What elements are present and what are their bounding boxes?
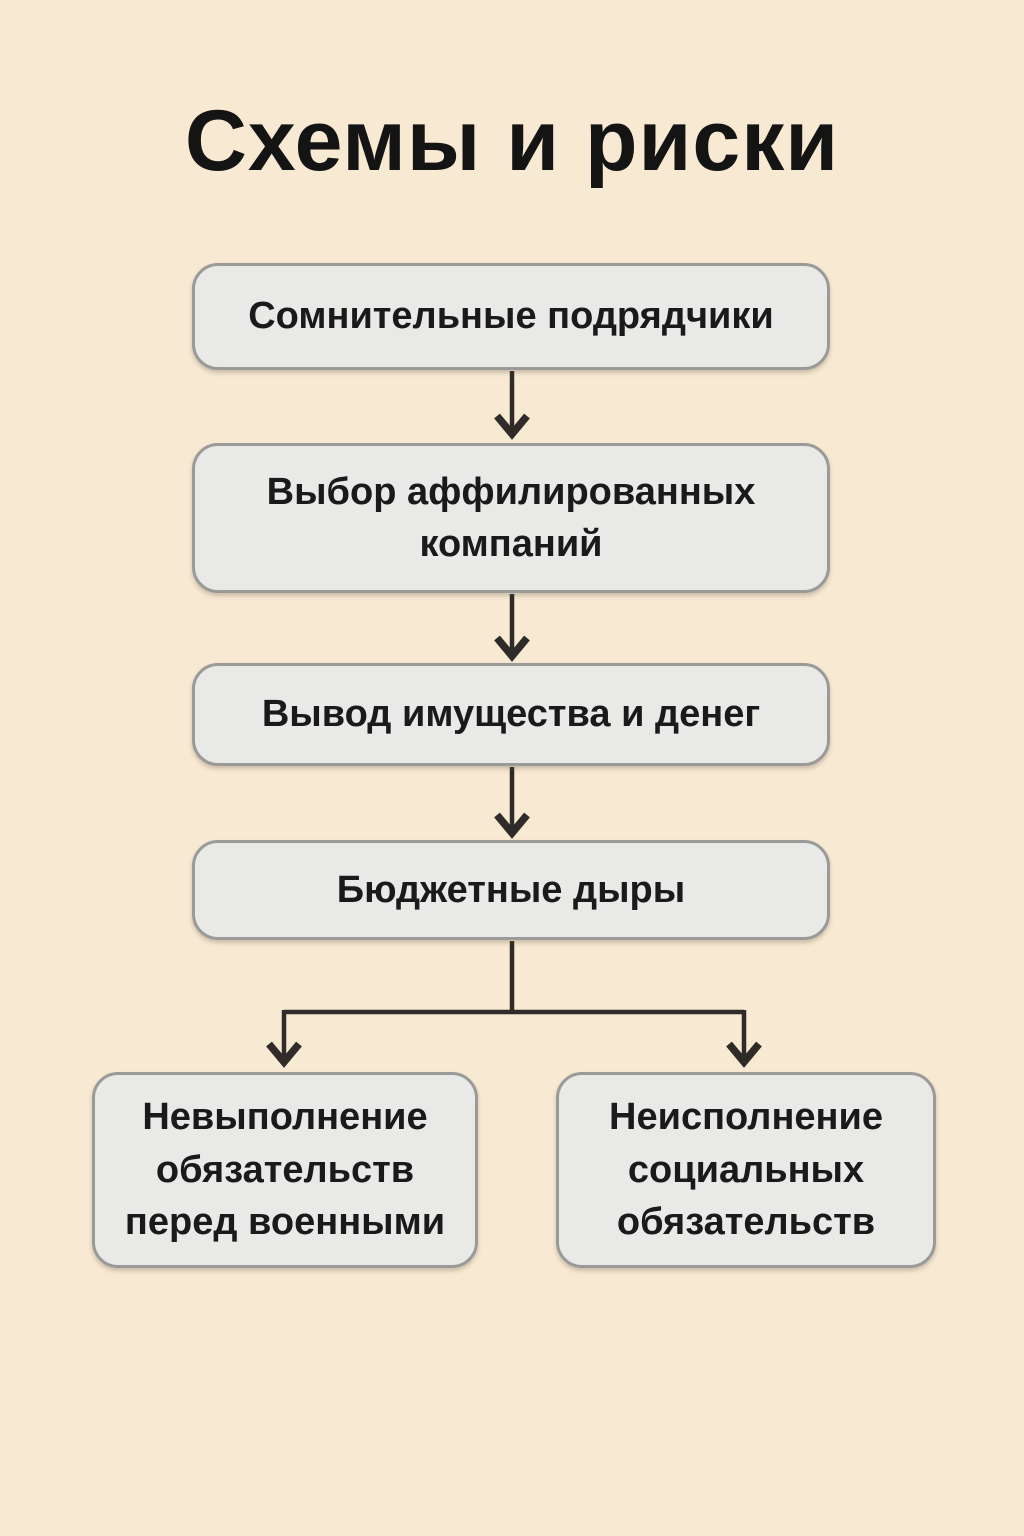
flow-node-dubious-contractors: Сомнительные подрядчики: [192, 263, 830, 370]
diagram-title: Схемы и риски: [184, 93, 840, 189]
flow-node-social-obligations: Неисполнение социальных обязательств: [556, 1072, 936, 1268]
edge-n1-n2: [494, 371, 530, 440]
flow-node-affiliated-companies: Выбор аффилированных компаний: [192, 443, 830, 593]
edge-n2-n3: [494, 594, 530, 662]
edge-n3-n4: [494, 767, 530, 839]
flow-node-military-obligations: Невыполнение обязательств перед военными: [92, 1072, 478, 1268]
edge-n4-branch: [266, 941, 762, 1068]
flow-node-budget-holes: Бюджетные дыры: [192, 840, 830, 940]
flow-node-asset-withdrawal: Вывод имущества и денег: [192, 663, 830, 766]
